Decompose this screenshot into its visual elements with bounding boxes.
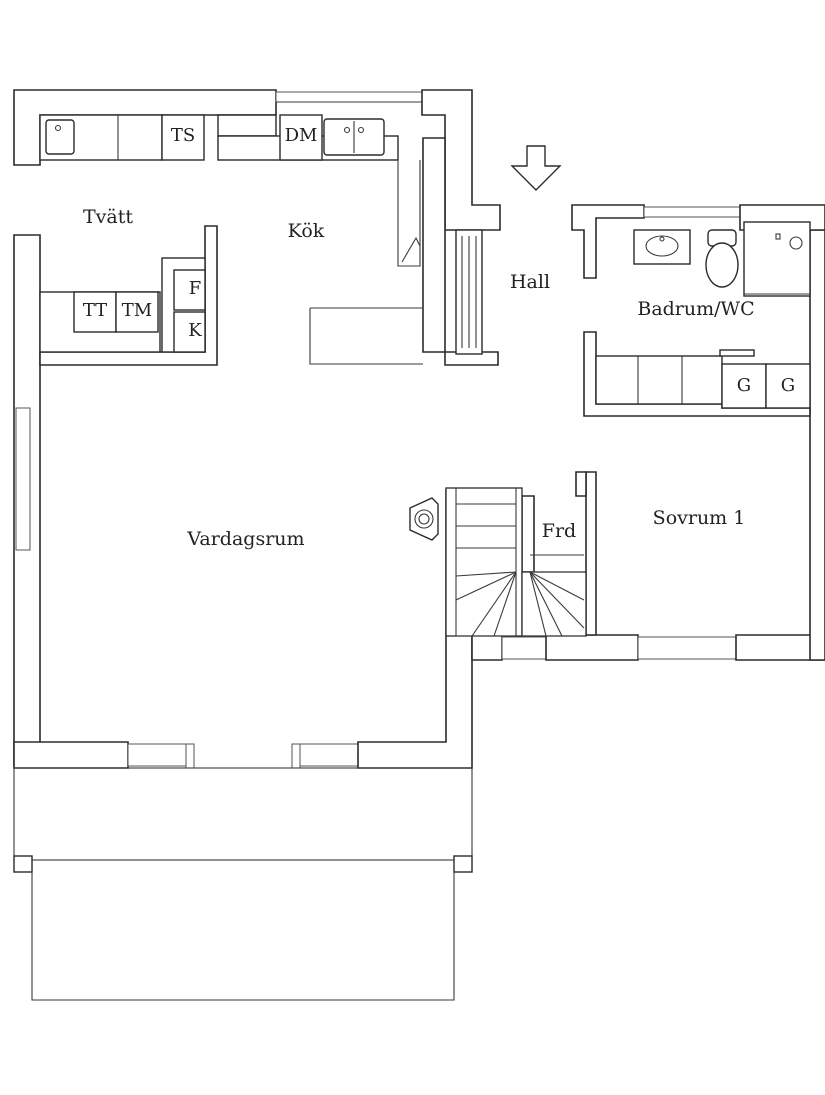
staircase xyxy=(445,487,587,637)
room-label-hall: Hall xyxy=(510,271,550,293)
frd-wall xyxy=(521,495,535,573)
fireplace-icon xyxy=(409,497,439,541)
appliance-label-ts: TS xyxy=(171,125,195,146)
bath-top-wall xyxy=(571,204,645,279)
room-label-sovrum: Sovrum 1 xyxy=(653,507,746,529)
living-window-right xyxy=(299,743,361,767)
hall-bottom-window xyxy=(501,636,547,660)
appliance-label-dm: DM xyxy=(285,125,318,146)
left-window xyxy=(15,407,31,551)
hall-fixtures xyxy=(455,145,562,355)
bedroom-left-wall xyxy=(585,471,597,636)
appliance-label-k: K xyxy=(188,320,202,341)
living-window-left xyxy=(127,743,193,767)
appliance-label-g2: G xyxy=(781,375,795,396)
dm-unit xyxy=(279,114,323,161)
shower-icon xyxy=(743,221,811,297)
top-window xyxy=(275,91,423,103)
washbasin-icon xyxy=(633,229,691,265)
room-label-frd: Frd xyxy=(542,520,576,542)
living-door-right xyxy=(291,743,301,769)
entrance-arrow-icon xyxy=(510,145,562,191)
right-wall xyxy=(809,229,825,661)
top-wall-right xyxy=(421,89,501,231)
bathroom-fixtures xyxy=(595,221,811,409)
kitchen-partition xyxy=(422,137,446,353)
radiator-icon xyxy=(455,229,483,355)
terrace-post-right xyxy=(453,855,473,873)
bedroom-bottom-wall xyxy=(545,634,639,661)
k-unit xyxy=(173,311,206,353)
living-door-left xyxy=(185,743,195,769)
laundry-counter xyxy=(39,114,205,161)
terrace xyxy=(13,767,473,1001)
tt-unit xyxy=(73,291,117,333)
room-label-badrum: Badrum/WC xyxy=(637,298,754,320)
laundry-appliances xyxy=(39,257,206,353)
g2-unit xyxy=(765,363,811,409)
tm-unit xyxy=(115,291,159,333)
frd-right-wall xyxy=(575,471,587,497)
f-unit xyxy=(173,269,206,311)
bedroom-bottom xyxy=(471,634,503,661)
ts-unit xyxy=(161,114,205,161)
appliance-label-g1: G xyxy=(737,375,751,396)
bath-window xyxy=(643,206,741,218)
kitchen-counter xyxy=(217,114,423,365)
bedroom-bottom-right xyxy=(735,634,825,661)
appliance-label-f: F xyxy=(189,278,202,299)
appliance-label-tt: TT xyxy=(83,300,107,321)
appliance-label-tm: TM xyxy=(122,300,152,321)
room-label-vardagsrum: Vardagsrum xyxy=(186,528,304,550)
room-label-tvatt: Tvätt xyxy=(83,206,133,228)
terrace-post-left xyxy=(13,855,33,873)
living-bottom-left xyxy=(13,741,129,769)
g1-unit xyxy=(721,363,767,409)
bedroom-window xyxy=(637,636,737,660)
room-label-kok: Kök xyxy=(288,220,325,242)
toilet-icon xyxy=(705,229,739,288)
appliance-labels: TS DM TT TM F K G G xyxy=(83,125,795,396)
sink-icon xyxy=(45,119,75,155)
room-labels: Tvätt Kök Hall Badrum/WC Vardagsrum Sovr… xyxy=(83,206,755,550)
